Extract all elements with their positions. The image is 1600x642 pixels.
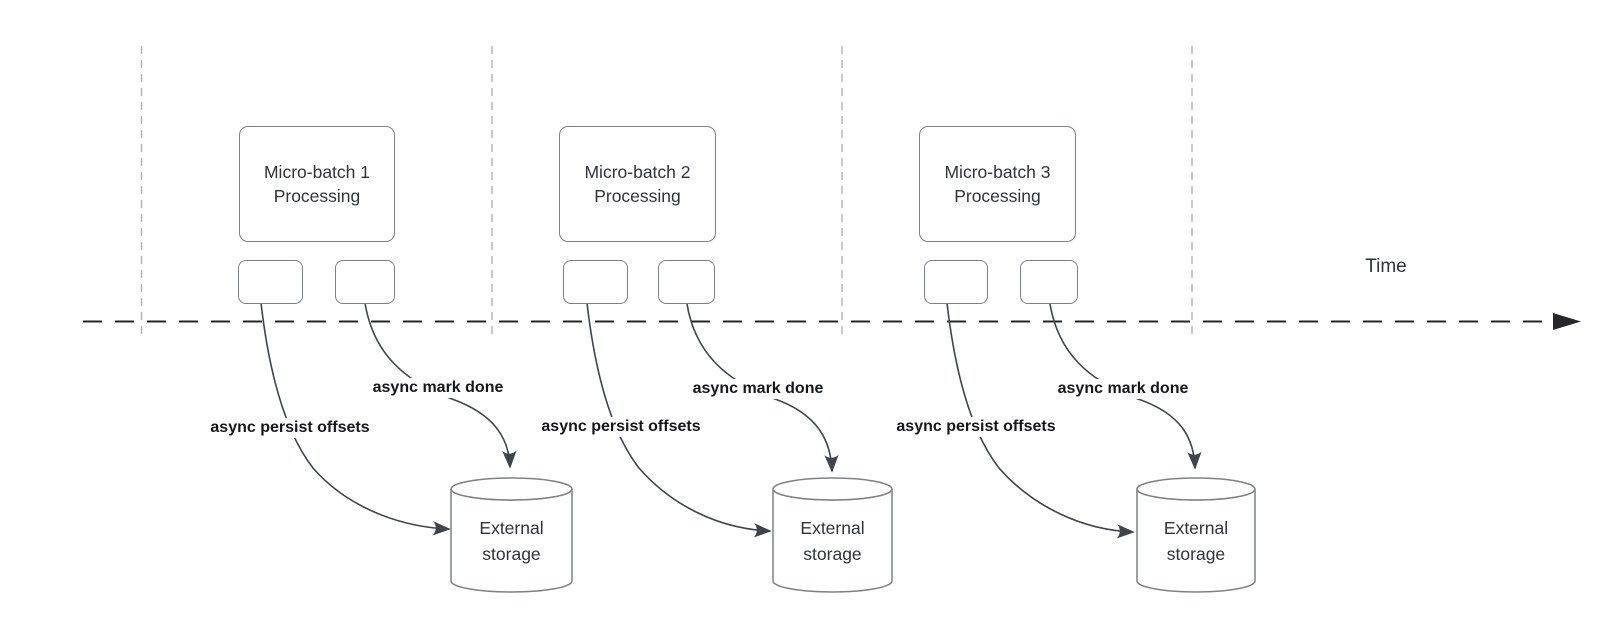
batch-guide-lines: [140, 46, 1193, 336]
external-storage-cylinder-1: [450, 477, 573, 593]
async-mark-done-label-2: async mark done: [688, 379, 828, 399]
persist-offsets-arrow-1: [260, 302, 451, 536]
async-persist-offsets-label-1: async persist offsets: [206, 418, 374, 438]
external-storage-label-2: External storage: [800, 517, 865, 564]
external-storage-label-3: External storage: [1163, 517, 1229, 564]
async-mark-done-label-1: async mark done: [368, 378, 508, 398]
async-persist-offsets-label-2: async persist offsets: [537, 417, 705, 437]
external-storage-cylinder-2: [772, 477, 893, 593]
microbatch-1-processing-box: Micro-batch 1 Processing: [239, 126, 395, 242]
async-mark-done-label-3: async mark done: [1053, 379, 1193, 399]
microbatch-2-processing-box: Micro-batch 2 Processing: [559, 126, 716, 242]
async-edges: [260, 302, 1202, 539]
mark-done-arrow-1: [364, 302, 517, 469]
external-storage-label-1: External storage: [479, 517, 544, 564]
microbatch-3-task-box-right: [1020, 260, 1078, 304]
time-axis-label: Time: [1365, 256, 1407, 277]
microbatch-2-task-box-left: [563, 260, 628, 304]
microbatch-3-task-box-left: [924, 260, 988, 304]
persist-offsets-arrow-2: [586, 302, 772, 538]
time-axis-arrowhead: [1553, 313, 1581, 330]
microbatch-1-task-box-left: [238, 260, 303, 304]
async-persist-offsets-label-3: async persist offsets: [892, 417, 1060, 437]
time-axis: [83, 313, 1581, 330]
microbatch-1-task-box-right: [335, 260, 395, 304]
microbatch-3-processing-box: Micro-batch 3 Processing: [919, 126, 1076, 242]
external-storage-cylinder-3: [1136, 477, 1256, 593]
persist-offsets-arrow-3: [946, 302, 1135, 539]
microbatch-2-task-box-right: [658, 260, 715, 304]
storage-cylinders: [450, 477, 1256, 593]
